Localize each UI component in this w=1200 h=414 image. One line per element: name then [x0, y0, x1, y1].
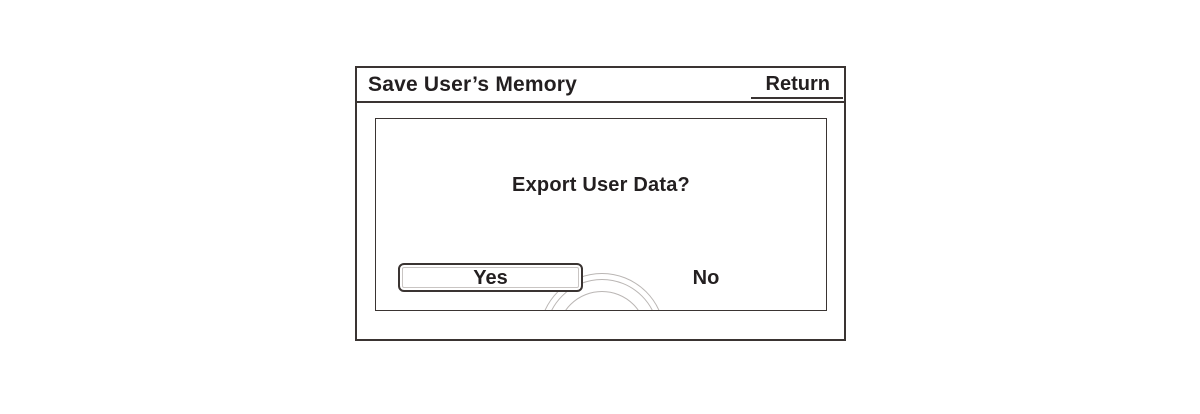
yes-button[interactable]: Yes — [398, 263, 583, 292]
dialog-title-bar: Save User’s Memory Return — [357, 68, 844, 103]
confirmation-panel: Export User Data? Yes No — [375, 118, 827, 311]
no-button[interactable]: No — [646, 265, 766, 291]
dialog-title: Save User’s Memory — [368, 73, 578, 96]
confirmation-message: Export User Data? — [512, 174, 690, 196]
save-users-memory-dialog: Save User’s Memory Return Export User Da… — [355, 66, 846, 341]
return-button[interactable]: Return — [750, 73, 843, 99]
